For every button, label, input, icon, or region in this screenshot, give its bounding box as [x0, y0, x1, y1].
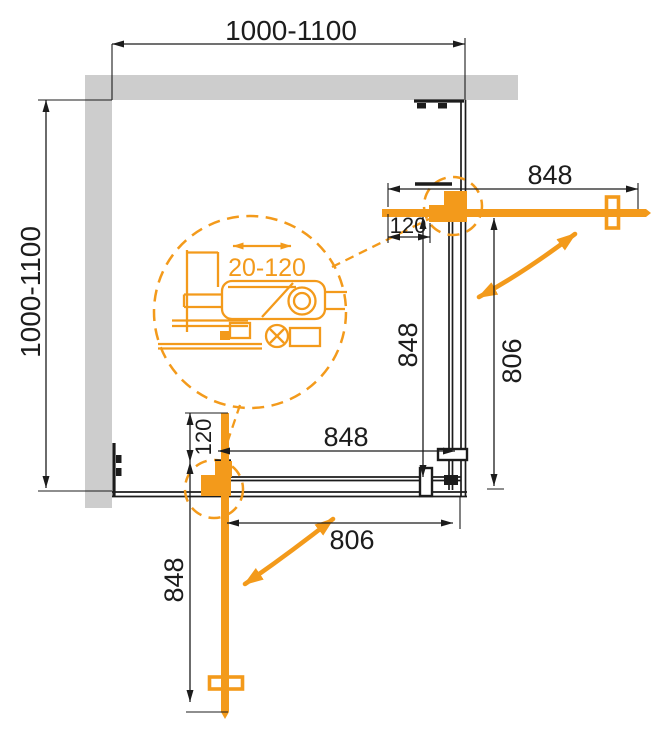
detail-circle [152, 214, 348, 410]
dim-bottom-pivot-offset: 120 [185, 412, 228, 462]
dim-bottom-door-height: 848 [159, 462, 228, 713]
dim-top-width-label: 1000-1100 [225, 15, 357, 46]
detail-mechanism: 20-120 [158, 242, 347, 350]
door-bottom-pivot [215, 461, 232, 477]
door-right-pivot [444, 191, 467, 222]
dim-top-width: 1000-1100 [111, 15, 466, 100]
detail-leader-right [331, 217, 430, 269]
fixed-panel-right [414, 99, 467, 496]
wall-profile-left [112, 443, 122, 496]
dim-bottom-pivot-offset-label: 120 [191, 419, 216, 456]
dim-right-door-width-label: 848 [527, 160, 572, 190]
swing-arrow-right-icon [476, 231, 578, 300]
dim-right-opening-label: 806 [497, 338, 527, 383]
wall-profile-top [414, 99, 464, 109]
dim-right-door-width: 848 [387, 160, 639, 209]
dim-bottom-door-height-label: 848 [159, 557, 189, 602]
dim-bottom-glass-width-label: 848 [323, 422, 368, 452]
wall-left [85, 75, 112, 508]
dim-right-pivot-offset: 120 [387, 213, 431, 243]
door-bottom-handle [207, 675, 245, 691]
door-right-handle [604, 195, 621, 230]
detail-range-label: 20-120 [228, 254, 306, 282]
door-bottom [201, 413, 336, 719]
pivot-circle-bottom [183, 458, 245, 520]
dim-right-glass-height-label: 848 [393, 322, 423, 367]
dim-bottom-opening-label: 806 [329, 525, 374, 555]
swing-arrow-bottom-icon [242, 516, 336, 587]
door-bottom-bar [221, 413, 229, 719]
dim-right-pivot-offset-label: 120 [390, 213, 427, 238]
dim-bottom-opening: 806 [227, 497, 461, 555]
door-right [382, 182, 651, 300]
dim-left-depth-label: 1000-1100 [15, 226, 46, 358]
corner-connector [418, 447, 469, 498]
walls [85, 75, 518, 508]
dim-left-depth: 1000-1100 [15, 99, 112, 492]
pivot-circle-right [422, 175, 484, 237]
wall-top [85, 75, 518, 100]
dim-right-opening: 806 [487, 218, 527, 490]
dim-right-glass-height: 848 [393, 217, 427, 477]
dim-bottom-glass-width: 848 [218, 422, 455, 455]
